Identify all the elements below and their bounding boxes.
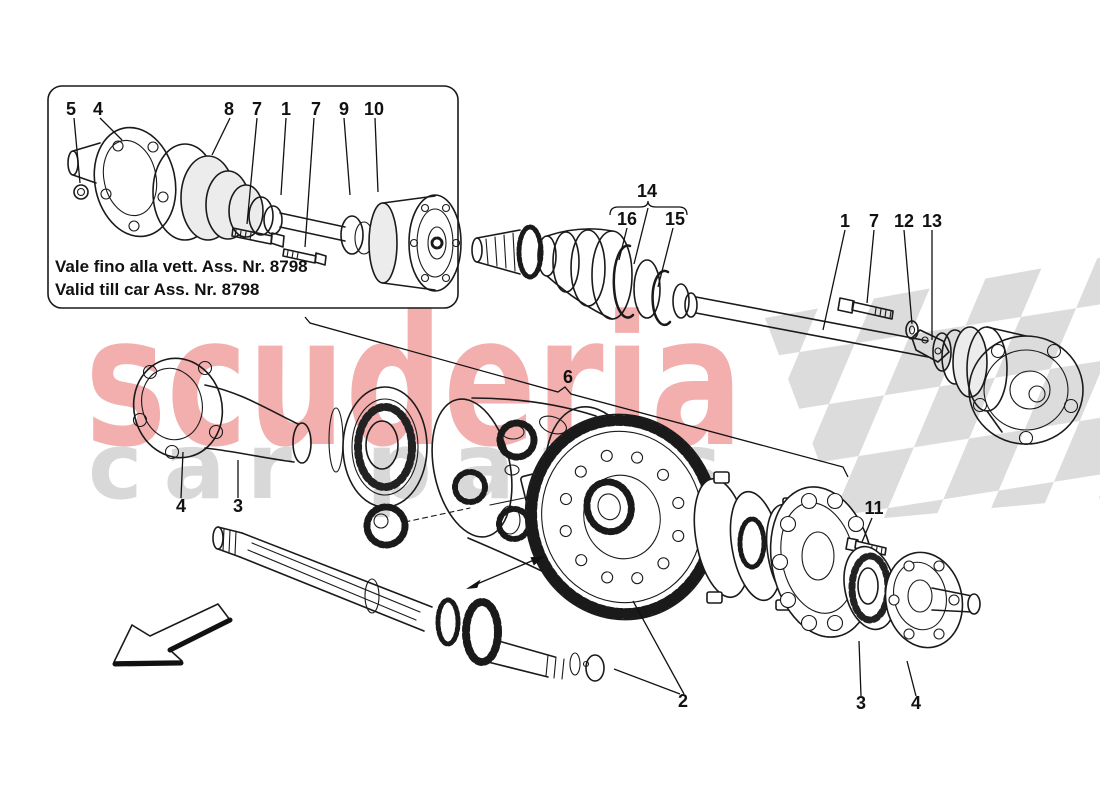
callout-main-4-left: 4 bbox=[176, 496, 186, 516]
callout-main-6: 6 bbox=[563, 367, 573, 387]
callout-inset-8: 8 bbox=[224, 99, 234, 119]
callout-inset-5: 5 bbox=[66, 99, 76, 119]
callout-inset-7b: 7 bbox=[311, 99, 321, 119]
callout-main-11: 11 bbox=[864, 498, 883, 518]
drive-flange-left bbox=[132, 357, 312, 464]
callout-axle-12: 12 bbox=[894, 211, 914, 231]
assembly-callouts: 4 3 6 2 11 3 4 bbox=[176, 316, 921, 713]
callout-inset-4: 4 bbox=[93, 99, 103, 119]
callout-main-2: 2 bbox=[678, 691, 688, 711]
callout-axle-15: 15 bbox=[665, 209, 685, 229]
inset-axle-drawing bbox=[67, 126, 462, 292]
axle-callouts: 14 16 15 1 7 12 13 bbox=[609, 181, 942, 340]
direction-arrow bbox=[112, 603, 233, 667]
callout-inset-1: 1 bbox=[281, 99, 291, 119]
pinion-shaft bbox=[212, 526, 605, 682]
inset-caption-italian: Vale fino alla vett. Ass. Nr. 8798 bbox=[55, 257, 308, 276]
axle-shaft-drawing bbox=[471, 224, 1084, 446]
callout-axle-13: 13 bbox=[922, 211, 942, 231]
callout-axle-16: 16 bbox=[617, 209, 637, 229]
inset-leaders bbox=[73, 117, 379, 248]
main-assembly-drawing bbox=[132, 357, 981, 682]
callout-axle-1: 1 bbox=[840, 211, 850, 231]
callout-main-4-right: 4 bbox=[911, 693, 921, 713]
callout-main-3-left: 3 bbox=[233, 496, 243, 516]
callout-main-3-right: 3 bbox=[856, 693, 866, 713]
inset-box: 5 4 8 7 1 7 9 10 Vale fino alla vett. As… bbox=[47, 85, 462, 309]
callout-inset-7a: 7 bbox=[252, 99, 262, 119]
bearing-right bbox=[843, 545, 897, 631]
match-arrow bbox=[466, 556, 545, 589]
crown-wheel bbox=[524, 413, 720, 621]
callout-inset-9: 9 bbox=[339, 99, 349, 119]
callout-axle-7: 7 bbox=[869, 211, 879, 231]
end-flange-right bbox=[884, 551, 981, 649]
bracket-14 bbox=[609, 200, 688, 216]
checkered-flag bbox=[765, 258, 1100, 522]
callout-inset-10: 10 bbox=[364, 99, 384, 119]
inset-caption-english: Valid till car Ass. Nr. 8798 bbox=[55, 280, 259, 299]
callout-axle-14: 14 bbox=[637, 181, 657, 201]
